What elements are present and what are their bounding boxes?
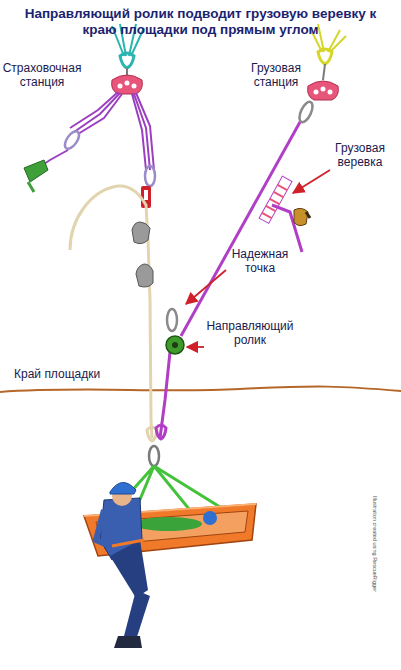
leader-arrow [186,270,226,304]
anchor-label: Надежная точка [220,248,300,276]
glove [136,264,153,287]
platform-edge-line [0,387,401,392]
watermark: Illustration created using RescueRigger [372,496,378,592]
rope-grab [259,176,292,223]
leader-arrow [293,170,330,193]
diagram-title: Направляющий ролик подводит грузовую вер… [12,6,389,37]
glove [132,222,150,244]
rescuer [96,482,150,648]
glove [294,208,308,225]
edge-label: Край площадки [14,368,100,382]
belay-rope [70,186,152,438]
belay-station [24,24,155,208]
haul-rope [181,122,300,336]
rope-label: Грузовая веревка [322,142,398,170]
station-label: Страховочная станция [0,62,84,90]
pulley [166,336,184,354]
station-label: Грузовая станция [238,62,314,90]
anchor-carabiner [167,309,177,331]
leader-arrow [187,346,204,348]
pulley-label: Направляющий ролик [198,320,302,348]
haul-station [297,24,346,124]
